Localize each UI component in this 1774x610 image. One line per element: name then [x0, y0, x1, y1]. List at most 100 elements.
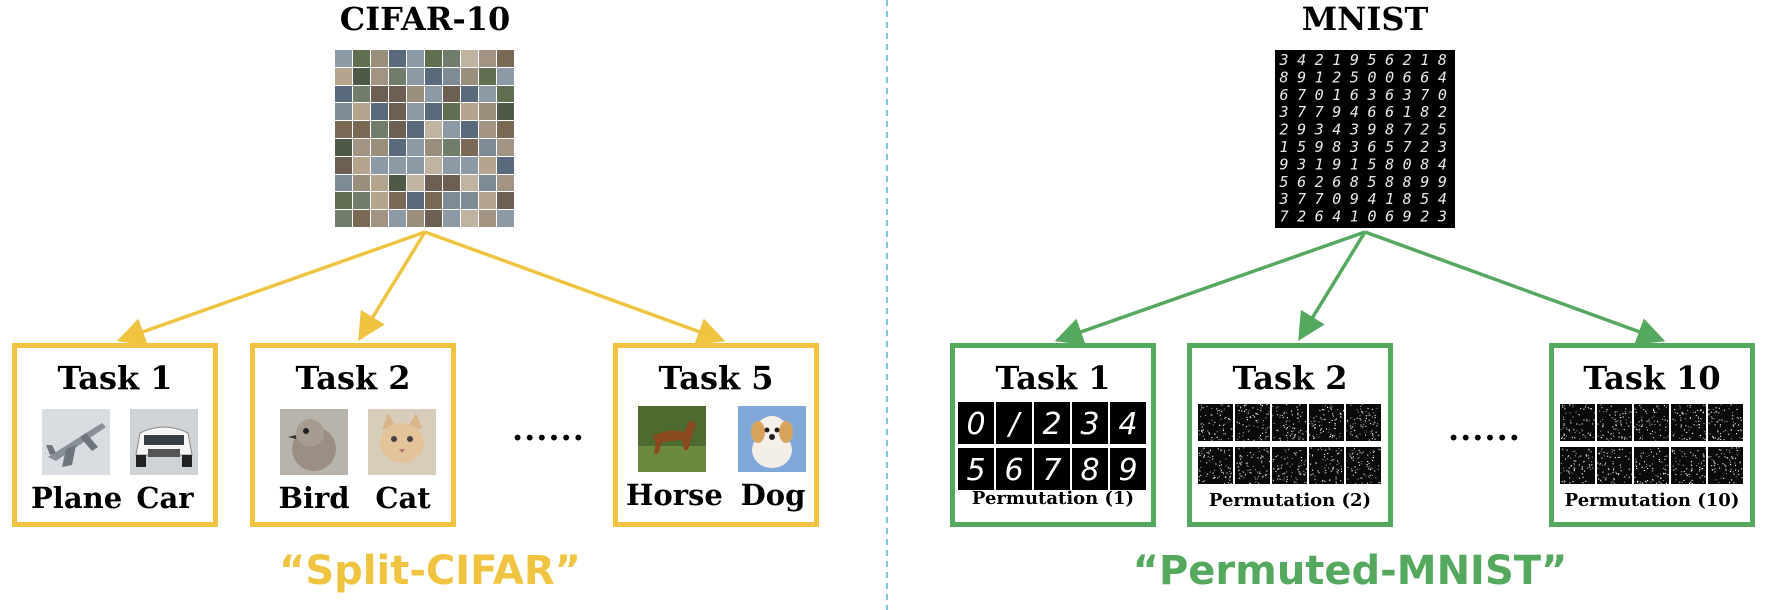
noise-pixel	[1718, 437, 1720, 439]
noise-pixel	[1329, 407, 1331, 409]
noise-pixel	[1298, 420, 1300, 422]
noise-pixel	[1252, 465, 1254, 467]
noise-pixel	[1360, 426, 1362, 428]
noise-pixel	[1593, 419, 1595, 421]
noise-pixel	[1696, 465, 1698, 467]
noise-pixel	[1305, 468, 1307, 470]
noise-pixel	[1728, 433, 1730, 435]
noise-pixel	[1603, 455, 1605, 457]
digit-tile	[1072, 448, 1108, 490]
noise-pixel	[1325, 464, 1327, 466]
noise-pixel	[1637, 481, 1639, 483]
noise-pixel	[1238, 433, 1240, 435]
noise-pixel	[1243, 471, 1245, 473]
noise-pixel	[1354, 429, 1356, 431]
noise-pixel	[1634, 481, 1636, 483]
noise-pixel	[1313, 437, 1315, 439]
noise-pixel	[1285, 428, 1287, 430]
noise-pixel	[1653, 415, 1655, 417]
noise-pixel	[1335, 438, 1337, 440]
noise-pixel	[1656, 482, 1658, 484]
noise-pixel	[1654, 423, 1656, 425]
noise-pixel	[1739, 462, 1741, 464]
noise-pixel	[1731, 447, 1733, 449]
noise-pixel	[1227, 482, 1229, 484]
noise-pixel	[1291, 433, 1293, 435]
cifar-sample-tile	[389, 85, 406, 103]
mnist-sample-digit: 8	[1332, 138, 1341, 156]
noise-pixel	[1631, 473, 1633, 475]
noise-pixel	[1640, 437, 1642, 439]
noise-pixel	[1663, 472, 1665, 474]
noise-pixel	[1291, 430, 1293, 432]
noise-pixel	[1619, 456, 1621, 458]
noise-pixel	[1322, 479, 1324, 481]
cifar-sample-tile	[353, 192, 370, 210]
noise-pixel	[1322, 409, 1324, 411]
noise-pixel	[1268, 411, 1270, 413]
mnist-sample-digit: 5	[1350, 68, 1359, 86]
mnist-sample-digit: 1	[1332, 51, 1341, 69]
noise-pixel	[1693, 424, 1695, 426]
noise-pixel	[1716, 411, 1718, 413]
noise-pixel	[1247, 465, 1249, 467]
noise-pixel	[1355, 482, 1357, 484]
noise-pixel	[1565, 427, 1567, 429]
cifar-sample-tile	[497, 210, 514, 227]
noise-pixel	[1361, 460, 1363, 462]
noise-pixel	[1721, 453, 1723, 455]
noise-pixel	[1688, 476, 1690, 478]
noise-pixel	[1578, 464, 1580, 466]
noise-pixel	[1357, 437, 1359, 439]
noise-pixel	[1275, 456, 1277, 458]
noise-pixel	[1298, 467, 1300, 469]
noise-pixel	[1653, 420, 1655, 422]
noise-pixel	[1660, 473, 1662, 475]
cifar-sample-tile	[353, 67, 370, 85]
cifar-sample-tile	[425, 103, 442, 121]
noise-pixel	[1680, 425, 1682, 427]
noise-pixel	[1650, 433, 1652, 435]
noise-pixel	[1675, 457, 1677, 459]
cifar-sample-tile	[425, 192, 442, 210]
noise-pixel	[1605, 462, 1607, 464]
noise-pixel	[1682, 413, 1684, 415]
noise-pixel	[1700, 409, 1702, 411]
noise-pixel	[1377, 423, 1379, 425]
digit-tile	[958, 448, 994, 490]
noise-pixel	[1673, 450, 1675, 452]
noise-pixel	[1673, 452, 1675, 454]
split-task-5-box: Task 5 Horse Dog	[613, 343, 819, 527]
noise-pixel	[1215, 463, 1217, 465]
noise-pixel	[1211, 414, 1213, 416]
noise-pixel	[1265, 413, 1267, 415]
noise-pixel	[1336, 471, 1338, 473]
noise-pixel	[1310, 421, 1312, 423]
noise-pixel	[1374, 422, 1376, 424]
noise-pixel	[1339, 416, 1341, 418]
noise-pixel	[1610, 482, 1612, 484]
noise-pixel	[1302, 438, 1304, 440]
noise-pixel	[1679, 449, 1681, 451]
noise-pixel	[1216, 436, 1218, 438]
noise-pixel	[1714, 463, 1716, 465]
noise-pixel	[1267, 451, 1269, 453]
noise-pixel	[1362, 412, 1364, 414]
mnist-sample-digit: 6	[1367, 138, 1376, 156]
noise-pixel	[1329, 479, 1331, 481]
noise-pixel	[1236, 421, 1238, 423]
noise-pixel	[1261, 405, 1263, 407]
permuted-tile	[1346, 404, 1381, 441]
permuted-tile	[1235, 447, 1270, 484]
cifar-sample-tile	[389, 121, 406, 138]
noise-pixel	[1200, 460, 1202, 462]
noise-pixel	[1290, 475, 1292, 477]
noise-pixel	[1258, 447, 1260, 449]
noise-pixel	[1705, 433, 1707, 435]
mnist-sample-digit: 7	[1297, 190, 1306, 208]
noise-pixel	[1372, 450, 1374, 452]
noise-pixel	[1330, 408, 1332, 410]
cifar-sample-tile	[407, 210, 424, 227]
noise-pixel	[1247, 438, 1249, 440]
cifar-sample-tile	[479, 121, 496, 138]
